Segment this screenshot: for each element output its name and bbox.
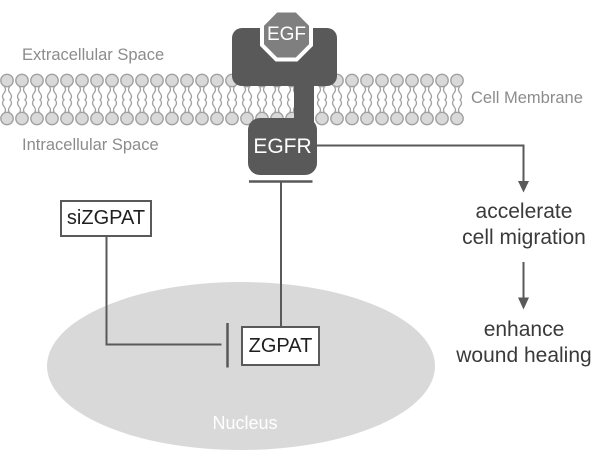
healing-line2: wound healing <box>456 344 592 367</box>
egf-ligand-label: EGF <box>266 24 307 45</box>
intracellular-space-label: Intracellular Space <box>22 136 159 154</box>
egfr-receptor-box: EGFR <box>248 118 317 175</box>
cell-membrane-label: Cell Membrane <box>471 89 583 107</box>
nucleus-label: Nucleus <box>212 413 278 433</box>
sizgpat-to-zgpat-connector <box>105 237 222 346</box>
cell-membrane-bilayer <box>0 73 464 126</box>
extracellular-space-label: Extracellular Space <box>22 46 165 64</box>
nucleus-shape <box>47 282 435 450</box>
sizgpat-box: siZGPAT <box>60 200 152 237</box>
healing-arrowhead <box>518 297 529 310</box>
migration-line1: accelerate <box>475 200 573 223</box>
healing-outcome-text: enhance wound healing <box>424 317 600 369</box>
migration-line2: cell migration <box>462 226 586 249</box>
migration-arrowhead <box>518 181 529 193</box>
egf-ligand-octagon <box>260 8 313 62</box>
healing-line1: enhance <box>483 318 565 341</box>
migration-outcome-text: accelerate cell migration <box>424 199 600 251</box>
zgpat-box: ZGPAT <box>241 326 320 366</box>
egfr-to-migration-connector <box>317 144 525 182</box>
